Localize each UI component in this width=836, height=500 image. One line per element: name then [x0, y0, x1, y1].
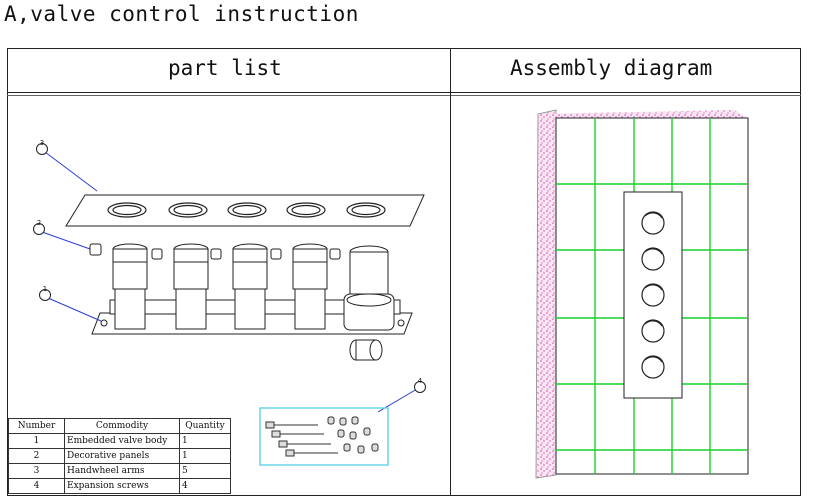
cell-number: 4 — [8, 478, 65, 494]
cell-quantity: 1 — [179, 448, 231, 464]
callout-2-label: 2 — [37, 219, 41, 227]
table-row: 1 Embedded valve body 1 — [8, 433, 231, 449]
cell-quantity: 4 — [179, 478, 231, 494]
page-title: A,valve control instruction — [4, 2, 359, 26]
column-header: Number — [8, 418, 65, 434]
column-header: Quantity — [179, 418, 231, 434]
column-divider — [450, 48, 451, 496]
parts-table: Number Commodity Quantity 1 Embedded val… — [8, 418, 231, 494]
cell-commodity: Decorative panels — [64, 448, 180, 464]
outlet-pipe — [349, 339, 383, 361]
cell-number: 1 — [8, 433, 65, 449]
header-divider-inner — [7, 95, 801, 96]
drawing-frame — [7, 48, 801, 496]
cell-commodity: Handwheel arms — [64, 463, 180, 479]
handwheel-arms — [89, 243, 341, 260]
part-list-header: part list — [168, 56, 282, 80]
table-row: 4 Expansion screws 4 — [8, 478, 231, 494]
callout-4-label: 4 — [418, 377, 423, 385]
cell-commodity: Expansion screws — [64, 478, 180, 494]
assembly-knobs — [641, 211, 665, 379]
knob-icon — [641, 319, 665, 343]
header-divider — [7, 92, 801, 93]
table-row: 3 Handwheel arms 5 — [8, 463, 231, 479]
table-row: 2 Decorative panels 1 — [8, 448, 231, 464]
column-header: Commodity — [64, 418, 180, 434]
cell-quantity: 5 — [179, 463, 231, 479]
cell-commodity: Embedded valve body — [64, 433, 180, 449]
callout-1-label: 1 — [43, 285, 47, 293]
callout-3-label: 3 — [40, 139, 44, 147]
expansion-screws — [259, 407, 389, 466]
decorative-panel — [65, 194, 425, 227]
knob-icon — [641, 211, 665, 235]
callout-balloons — [33, 143, 426, 413]
knob-icon — [641, 283, 665, 307]
knob-icon — [641, 355, 665, 379]
knob-icon — [641, 247, 665, 271]
cell-quantity: 1 — [179, 433, 231, 449]
table-header-row: Number Commodity Quantity — [8, 418, 231, 434]
cell-number: 2 — [8, 448, 65, 464]
assembly-diagram-header: Assembly diagram — [510, 56, 713, 80]
valve-cartridges — [112, 243, 395, 331]
cell-number: 3 — [8, 463, 65, 479]
